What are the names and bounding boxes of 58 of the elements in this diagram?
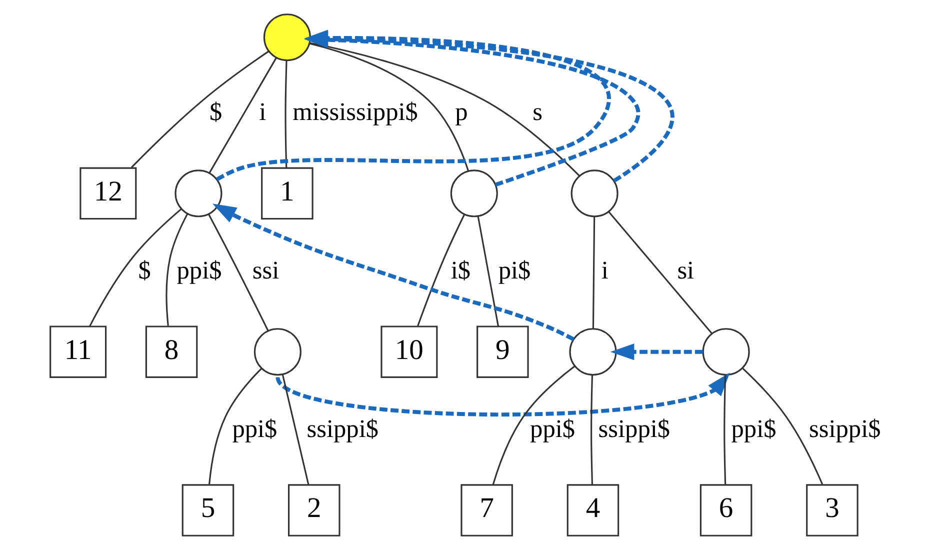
edge-label: pi$ [498, 256, 531, 285]
connector [477, 216, 500, 326]
node-box: 4 [566, 484, 620, 536]
connector [417, 214, 465, 326]
connector [724, 375, 726, 485]
connector [592, 216, 596, 329]
node-box: 3 [806, 484, 858, 536]
connector [166, 213, 188, 326]
connector [309, 42, 470, 172]
edge-label: ppi$ [176, 256, 222, 285]
node-box: 9 [476, 326, 529, 378]
connector [492, 366, 576, 485]
node-box: 2 [288, 484, 340, 536]
node-circle [570, 170, 618, 218]
node-box: 12 [80, 167, 137, 220]
edge-label: ssi [252, 256, 280, 285]
node-circle [569, 328, 617, 376]
edge-label: ppi$ [530, 415, 576, 444]
edge-label: $ [210, 98, 222, 126]
edge-label: i$ [450, 256, 471, 285]
connector [309, 42, 580, 177]
connector [208, 368, 262, 484]
connector [608, 211, 712, 334]
node-box: 5 [182, 484, 234, 536]
edge-label: ssippi$ [306, 415, 379, 444]
edge-label: ssippi$ [808, 415, 881, 444]
node-circle [702, 328, 750, 376]
connector [208, 57, 277, 174]
edge-label: p [455, 98, 468, 126]
arrow [610, 344, 703, 360]
node-box: 11 [50, 326, 107, 378]
connector [208, 214, 269, 331]
edge-label: s [532, 98, 542, 126]
edge-label: $ [138, 256, 151, 285]
connector [742, 368, 824, 484]
node-box: 1 [261, 167, 314, 220]
connector [590, 375, 594, 485]
node-box: 6 [700, 484, 752, 536]
node-circle [263, 14, 311, 62]
connector [130, 50, 270, 168]
connector [284, 60, 288, 168]
connector [282, 374, 310, 485]
edge-label: ppi$ [731, 415, 776, 444]
node-box: 10 [380, 326, 438, 378]
arrow [212, 204, 575, 342]
node-circle [174, 170, 222, 218]
node-box: 7 [460, 484, 513, 536]
edge-label: ppi$ [232, 415, 278, 444]
connector [88, 208, 182, 327]
edge-label: ssippi$ [598, 415, 670, 444]
edge-label: i [601, 256, 608, 285]
edge-label: si [677, 256, 694, 285]
arrow [276, 372, 730, 416]
node-box: 8 [145, 326, 198, 378]
edge-label: i [259, 98, 266, 126]
node-circle [450, 170, 498, 218]
node-circle [254, 328, 302, 376]
edge-label: mississippi$ [292, 98, 418, 126]
